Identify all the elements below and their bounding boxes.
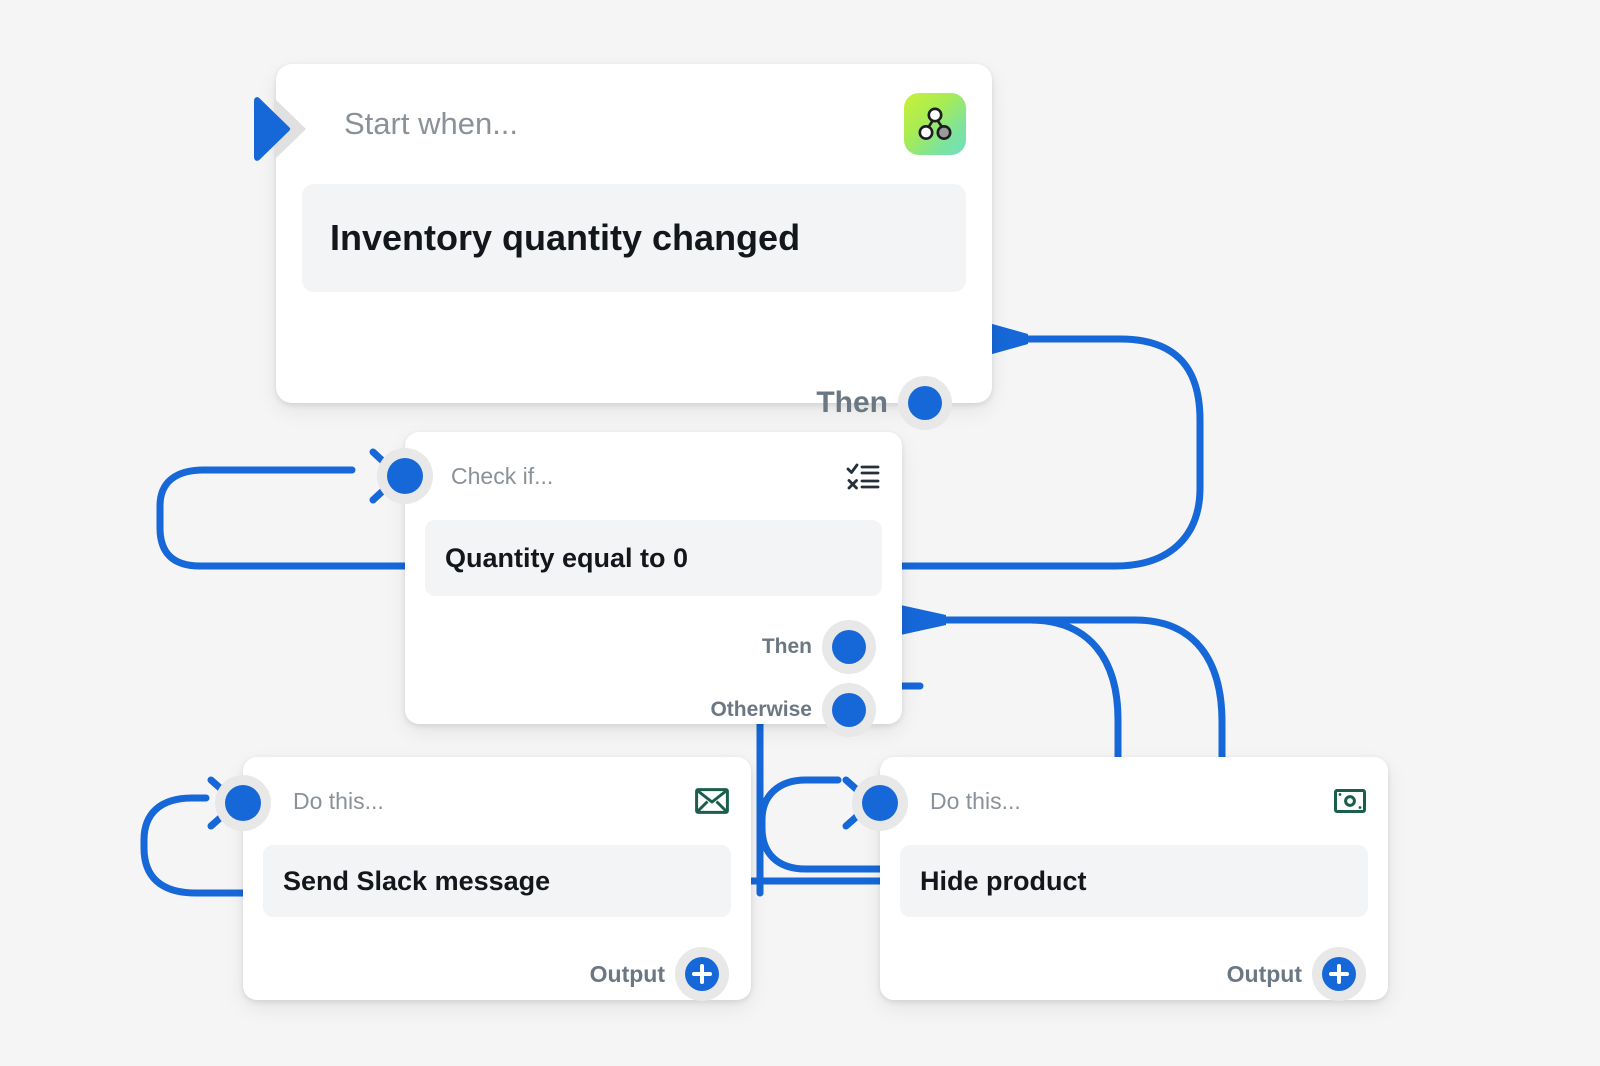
slack-output-add-port[interactable]: [675, 947, 729, 1001]
hide-value-text: Hide product: [920, 865, 1087, 896]
hide-card-header: Do this...: [880, 757, 1388, 845]
condition-then-port-dot[interactable]: [832, 630, 866, 664]
condition-value-field[interactable]: Quantity equal to 0: [425, 520, 882, 596]
condition-otherwise-label: Otherwise: [710, 698, 812, 721]
trigger-then-label: Then: [816, 386, 888, 419]
envelope-icon: [695, 788, 729, 814]
node-card-action-hide[interactable]: Do this... Hide product Output: [880, 757, 1388, 1001]
condition-input-port[interactable]: [377, 448, 433, 504]
condition-then-port[interactable]: [822, 620, 876, 674]
hide-header-label: Do this...: [930, 787, 1021, 814]
hide-input-port-dot[interactable]: [862, 785, 898, 821]
trigger-start-arrow-icon[interactable]: [248, 96, 310, 162]
trigger-then-port-dot[interactable]: [908, 386, 942, 420]
plus-icon[interactable]: [685, 957, 719, 991]
banknote-icon: [1334, 789, 1366, 813]
slack-output-port-row[interactable]: Output: [590, 947, 729, 1001]
node-card-trigger[interactable]: Start when... Inventory quantity changed…: [276, 64, 992, 430]
trigger-then-port-row[interactable]: Then: [816, 376, 952, 430]
trigger-then-port[interactable]: [898, 376, 952, 430]
condition-then-port-row[interactable]: Then: [762, 620, 876, 674]
checklist-icon: [846, 462, 880, 490]
slack-input-port-dot[interactable]: [225, 785, 261, 821]
trigger-value-field[interactable]: Inventory quantity changed: [302, 184, 966, 292]
wire-condition-input-loop: [156, 466, 356, 570]
condition-header-label: Check if...: [451, 462, 554, 489]
condition-input-port-dot[interactable]: [387, 458, 423, 494]
slack-input-port[interactable]: [215, 775, 271, 831]
hide-input-port[interactable]: [852, 775, 908, 831]
slack-value-text: Send Slack message: [283, 865, 551, 896]
condition-otherwise-port-dot[interactable]: [832, 693, 866, 727]
condition-otherwise-port[interactable]: [822, 683, 876, 737]
trigger-value-text: Inventory quantity changed: [330, 217, 801, 258]
tail-condition-then: [896, 604, 946, 636]
node-card-condition[interactable]: Check if... Quantity equal to 0: [405, 432, 902, 737]
trigger-header-label: Start when...: [344, 106, 519, 141]
hide-output-add-port[interactable]: [1312, 947, 1366, 1001]
node-card-action-slack[interactable]: Do this... Send Slack message Output: [243, 757, 751, 1001]
hide-output-port-row[interactable]: Output: [1227, 947, 1366, 1001]
condition-then-label: Then: [761, 635, 812, 658]
condition-card-header: Check if...: [405, 432, 902, 520]
condition-value-text: Quantity equal to 0: [445, 542, 689, 573]
workflow-nodes-icon: [904, 93, 966, 155]
plus-icon[interactable]: [1322, 957, 1356, 991]
hide-value-field[interactable]: Hide product: [900, 845, 1368, 917]
trigger-card-header: Start when...: [276, 64, 992, 184]
slack-value-field[interactable]: Send Slack message: [263, 845, 731, 917]
slack-card-header: Do this...: [243, 757, 751, 845]
slack-header-label: Do this...: [293, 787, 384, 814]
condition-otherwise-port-row[interactable]: Otherwise: [710, 683, 876, 737]
hide-output-label: Output: [1226, 960, 1302, 987]
slack-output-label: Output: [589, 960, 665, 987]
